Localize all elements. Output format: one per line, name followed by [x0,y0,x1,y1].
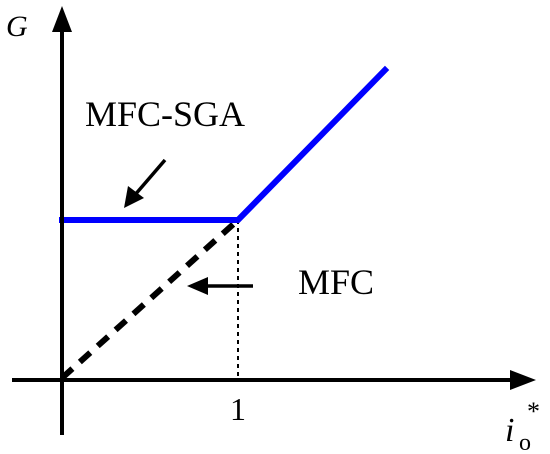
y-axis-arrowhead [52,6,72,32]
mfc-pointer-arrowhead [187,277,208,295]
x-axis-label-superscript: * [527,397,540,426]
x-tick-label-1: 1 [230,391,246,427]
mfc-annotation: MFC [298,262,374,302]
mfc-dashed-line [59,217,241,381]
mfc-sga-pointer-line [132,158,167,198]
mfc-sga-line [59,65,390,223]
x-axis-label-main: i [505,412,514,449]
mfc-sga-pointer-arrowhead [124,186,144,208]
mfc-sga-annotation: MFC-SGA [85,94,245,134]
x-axis-label: i o * [505,397,540,454]
x-axis-label-subscript: o [519,430,531,454]
x-axis-arrowhead [510,370,536,390]
y-axis-label: G [6,10,28,43]
